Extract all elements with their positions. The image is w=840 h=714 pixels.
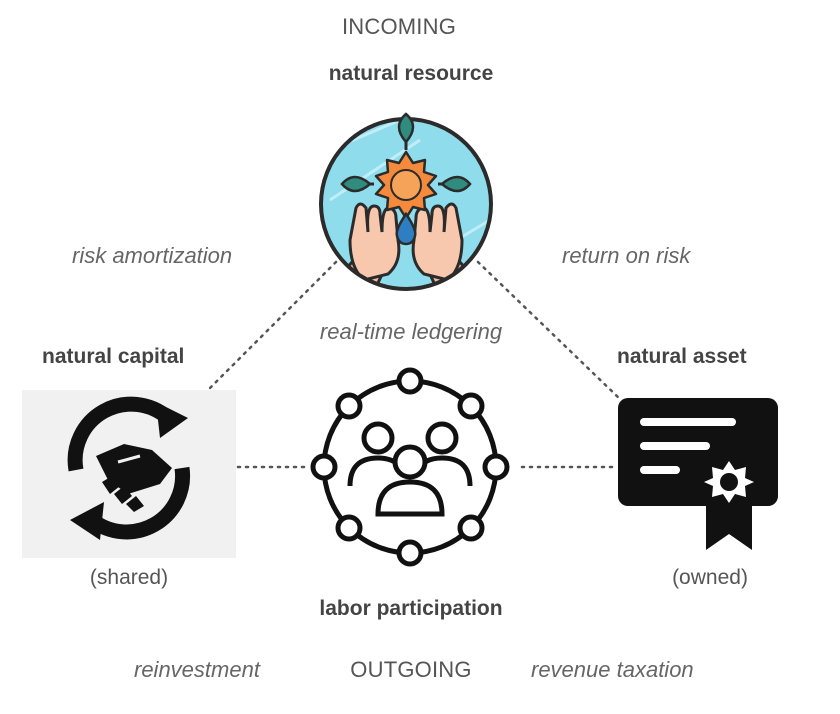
- water-droplet-icon: [395, 211, 417, 246]
- people-group-icon: [347, 421, 473, 517]
- labor-participation-title: labor participation: [319, 597, 503, 620]
- certificate-icon: [618, 398, 778, 550]
- sun-icon: [374, 150, 438, 220]
- handshake-cycle-icon: [22, 390, 236, 558]
- revenue-taxation-label: revenue taxation: [531, 657, 694, 682]
- return-on-risk-label: return on risk: [562, 243, 691, 268]
- risk-amortization-label: risk amortization: [72, 243, 233, 268]
- owned-note: (owned): [672, 566, 748, 589]
- connector-resource-capital: [194, 260, 338, 404]
- natural-resource-title: natural resource: [328, 62, 494, 85]
- connector-resource-asset: [476, 260, 623, 402]
- community-network-icon: [310, 367, 510, 567]
- natural-capital-title: natural capital: [42, 345, 185, 368]
- hands-water-sun-leaves-icon: [319, 112, 493, 291]
- natural-asset-title: natural asset: [617, 345, 747, 368]
- outgoing-label: OUTGOING: [350, 657, 472, 682]
- reinvestment-label: reinvestment: [134, 657, 260, 682]
- incoming-label: INCOMING: [341, 14, 457, 39]
- leaf-icon: [340, 112, 472, 193]
- connectors: [194, 260, 623, 469]
- shared-note: (shared): [89, 566, 169, 589]
- real-time-ledgering-label: real-time ledgering: [319, 319, 503, 344]
